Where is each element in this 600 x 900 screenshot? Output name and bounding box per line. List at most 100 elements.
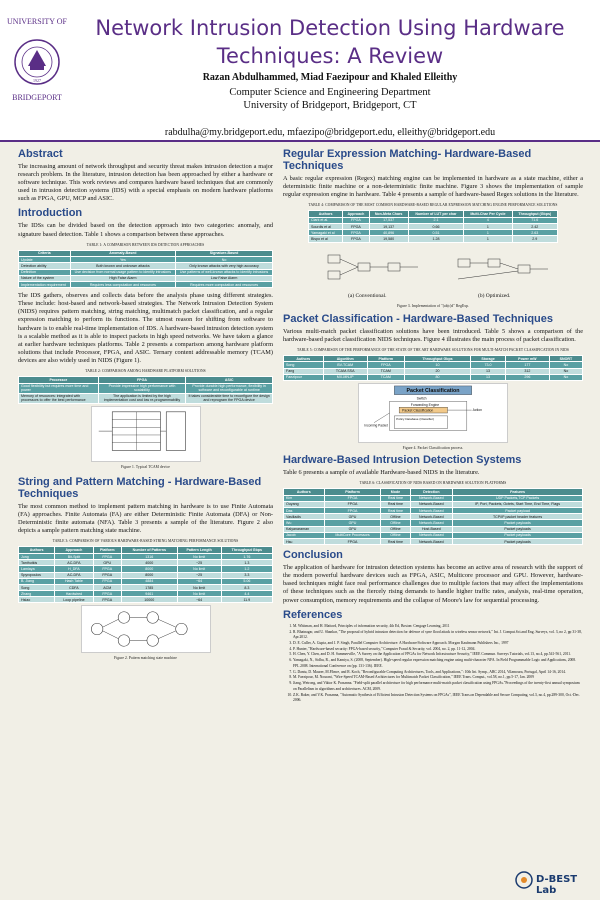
table-header-cell: Number of LUT per char xyxy=(407,210,465,218)
conclusion-heading: Conclusion xyxy=(283,549,343,562)
table-header-cell: Approach xyxy=(342,210,370,218)
introduction-heading: Introduction xyxy=(18,207,83,220)
table-header-cell: Pattern Length xyxy=(176,546,222,554)
reference-item: P. Hunter, "Hardware-based security: FPG… xyxy=(293,647,583,652)
figure3-label-b: (b) Optimized. xyxy=(478,292,511,299)
table-header-cell: Authors xyxy=(283,354,324,363)
table-header-cell: Throughput Gbps xyxy=(220,546,274,554)
figure4-action-label: Action xyxy=(473,408,483,412)
table-cell: The application is limited by the high i… xyxy=(97,392,187,405)
table-cell: Packet payloads xyxy=(452,537,583,546)
table-cell: It takes considerable time to reconfigur… xyxy=(185,392,273,405)
table-header-cell: Authors xyxy=(17,546,56,554)
poster-title: Network Intrusion Detection Using Hardwa… xyxy=(60,14,600,70)
table5-caption: TABLE 5: COMPARISON OF THE PERFORMANCE O… xyxy=(296,347,570,352)
regex-text: A basic regular expression (Regex) match… xyxy=(283,175,583,199)
title-line-1: Network Intrusion Detection Using Hardwa… xyxy=(95,16,565,40)
conclusion-text: The application of hardware for intrusio… xyxy=(283,564,583,604)
references-heading: References xyxy=(283,608,343,621)
table2-caption: TABLE 2: COMPARISON AMONG HARDWARE PLATF… xyxy=(85,369,206,374)
figure4-title: Packet Classification xyxy=(407,388,460,394)
table-header-cell: Platform xyxy=(366,354,405,363)
dbest-lab-name: D-BEST Lab xyxy=(536,874,578,896)
dbest-logo-icon xyxy=(515,871,533,889)
table-cell: FPGA xyxy=(92,596,122,604)
table-header-cell: Platform xyxy=(92,546,122,554)
figure4-switch-label: Switch xyxy=(417,396,427,400)
figure4-incoming-label: Incoming Packet xyxy=(364,424,388,428)
figure2-caption: Figure 2. Pattern matching state machine xyxy=(114,656,177,661)
table-cell: Loop pipeline xyxy=(54,596,94,604)
table1-caption: TABLE 1: A COMPARISON BETWEEN IDS DETECT… xyxy=(86,242,205,247)
table-header-cell: Features xyxy=(452,488,583,496)
table-header-cell: Mode xyxy=(380,488,411,496)
table-header-cell: Throughput Gbps xyxy=(403,354,472,363)
table-cell: 11.9 xyxy=(220,596,274,604)
table-cell: 19,580 xyxy=(368,235,409,243)
table-header-cell: Signature-Based xyxy=(175,249,273,258)
right-column: Regular Expression Matching- Hardware-Ba… xyxy=(283,148,584,704)
reference-item: Jiang, Weirong, and Viktor K. Prasanna. … xyxy=(293,681,583,692)
table-cell: FPGA xyxy=(342,235,370,243)
table-header-cell: Storage xyxy=(470,354,506,363)
table-cell: 80 xyxy=(403,373,472,381)
table4-caption: TABLE 4: COMPARISON OF THE MOST COMMON H… xyxy=(308,203,558,208)
table-cell: ~64 xyxy=(176,596,222,604)
packet-heading: Packet Classification - Hardware-Based T… xyxy=(283,312,553,325)
table6-caption: TABLE 6: CLASSIFICATION OF NIDS BASED ON… xyxy=(359,481,507,486)
left-column: Abstract The increasing amount of networ… xyxy=(17,148,274,663)
table-cell: Memory of resources: integrated with pro… xyxy=(18,392,99,405)
reference-item: Yamagaki, N., Sidhu, R., and Kamiya, S. … xyxy=(293,658,583,669)
table-cell: Hsiao xyxy=(17,596,56,604)
table-cell: TCAM xyxy=(366,373,405,381)
table-cell: 1 xyxy=(463,235,513,243)
string-matching-heading: String and Pattern Matching - Hardware-B… xyxy=(18,476,262,500)
figure4-db-label: Policy Database (Classifier) xyxy=(396,417,434,421)
table-header-cell: Multi-Char Per Cycle xyxy=(463,210,513,218)
author-emails: rabdulha@my.bridgeport.edu, mfaezipo@bri… xyxy=(164,127,496,138)
table-cell: 2.9 xyxy=(511,235,559,243)
table-cell: 296 xyxy=(504,373,550,381)
table-cell: Hsu xyxy=(283,537,325,546)
table-cell: Faezipour xyxy=(283,373,324,381)
logo-text-bottom: BRIDGEPORT xyxy=(12,93,62,102)
table-cell: Provide durable high performance, flexib… xyxy=(185,382,273,394)
abstract-heading: Abstract xyxy=(18,148,63,160)
table-header-cell: Anomaly-Based xyxy=(69,249,177,258)
table-cell: Requires less computation and resources xyxy=(69,280,177,289)
table-cell: Provide impressive high performance with… xyxy=(97,382,187,394)
table-header-cell: Number of Patterns xyxy=(120,546,178,554)
logo-text-top: UNIVERSITY OF xyxy=(7,17,67,26)
figure2-state-machine xyxy=(80,605,211,654)
table-header-cell: Power mW xyxy=(504,354,550,363)
table-cell: 1.28 xyxy=(407,235,465,243)
reference-item: M. Faezipour, M. Nourani, "Wire-Speed TC… xyxy=(293,675,583,680)
figure4-packet-classification: Packet Classification Switch Forwarding … xyxy=(358,382,508,443)
table-cell: 13 xyxy=(470,373,506,381)
figure1-caption: Figure 1. Typical TCAM device xyxy=(121,465,170,469)
authors: Razan Abdulhammed, Miad Faezipour and Kh… xyxy=(202,72,458,83)
reference-item: M. Whitman, and H. Mattord, Principles o… xyxy=(293,624,583,629)
string-matching-text: The most common method to implement patt… xyxy=(18,503,273,535)
title-line-2: Techniques: A Review xyxy=(216,44,444,68)
figure3-caption: Figure 3. Implementation of "(ab|c)d" Re… xyxy=(396,303,470,308)
